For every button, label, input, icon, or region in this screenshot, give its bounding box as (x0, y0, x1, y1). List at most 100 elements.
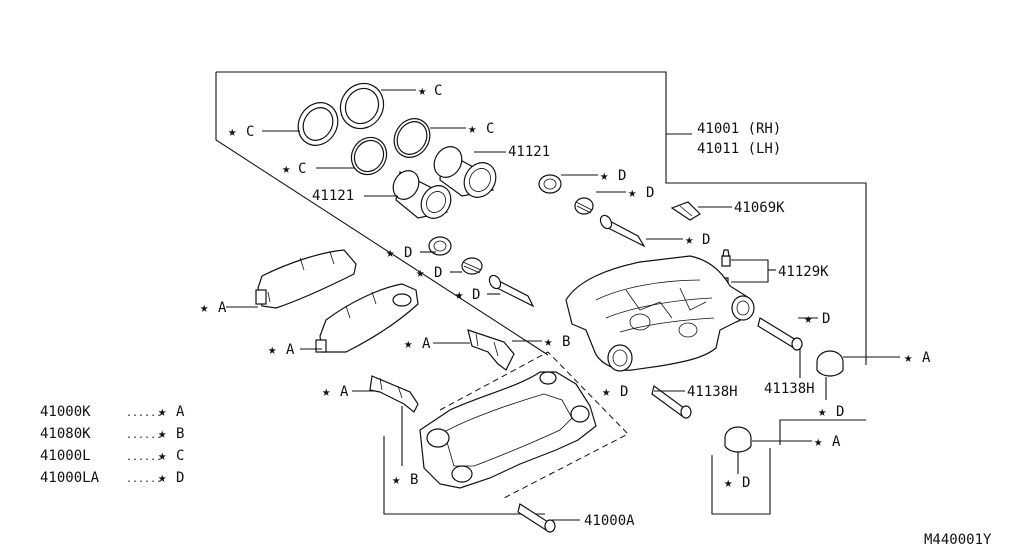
svg-text:★: ★ (392, 472, 401, 488)
svg-text:D: D (822, 311, 830, 327)
svg-text:★: ★ (200, 300, 209, 316)
marker-c-2: ★C (228, 124, 254, 140)
svg-text:★: ★ (724, 475, 733, 491)
label-piston-lower[interactable]: 41121 (312, 188, 354, 204)
marker-a-6: ★A (814, 434, 841, 450)
svg-text:★: ★ (158, 470, 167, 486)
svg-text:D: D (742, 475, 750, 491)
marker-c-4: ★C (282, 161, 306, 177)
svg-text:41080K: 41080K (40, 426, 91, 442)
svg-text:A: A (176, 404, 185, 420)
label-clip[interactable]: 41069K (734, 200, 785, 216)
marker-a-3: ★A (404, 336, 431, 352)
caliper-bracket[interactable] (419, 371, 597, 489)
marker-d-1: ★D (600, 168, 626, 184)
label-caliper-rh[interactable]: 41001 (RH) (697, 121, 781, 137)
marker-c-3: ★C (468, 121, 494, 137)
svg-text:★: ★ (386, 245, 395, 261)
marker-a-4: ★A (322, 384, 349, 400)
brake-pad-inner[interactable] (315, 283, 419, 353)
svg-text:★: ★ (158, 404, 167, 420)
label-piston-upper[interactable]: 41121 (508, 144, 550, 160)
svg-text:B: B (176, 426, 184, 442)
svg-text:D: D (404, 245, 412, 261)
legend-row[interactable]: 41000K ...... ★ A (40, 404, 185, 420)
svg-text:C: C (298, 161, 306, 177)
marker-d-8: ★D (602, 384, 628, 400)
pad-clip-lower[interactable] (369, 375, 419, 413)
marker-d-4: ★D (386, 245, 412, 261)
svg-text:★: ★ (268, 342, 277, 358)
marker-a-2: ★A (268, 342, 295, 358)
marker-a-5: ★A (904, 350, 931, 366)
svg-text:D: D (646, 185, 654, 201)
svg-text:C: C (486, 121, 494, 137)
svg-text:★: ★ (416, 265, 425, 281)
label-pin-mid[interactable]: 41138H (687, 384, 738, 400)
caliper-body[interactable] (565, 255, 755, 372)
dust-cap-upper[interactable] (538, 174, 562, 194)
svg-text:★: ★ (628, 185, 637, 201)
svg-text:★: ★ (158, 448, 167, 464)
piston-seal-1[interactable] (332, 76, 391, 137)
svg-text:D: D (176, 470, 184, 486)
svg-text:......: ...... (126, 474, 162, 485)
part-labels: 41001 (RH) 41011 (LH) 41121 41121 41069K… (312, 121, 992, 548)
diagram-id: M440001Y (924, 532, 992, 548)
marker-c-1: ★C (418, 83, 442, 99)
piston-boot-2[interactable] (345, 131, 393, 181)
brake-pad-outer[interactable] (255, 249, 357, 309)
svg-text:★: ★ (404, 336, 413, 352)
svg-text:★: ★ (282, 161, 291, 177)
kit-markers: ★C ★C ★C ★C ★D ★D ★D ★D ★D ★D ★D ★D ★D ★… (200, 83, 931, 491)
dust-cap-lower[interactable] (428, 236, 452, 256)
marker-d-9: ★D (818, 404, 844, 420)
guide-pin-right[interactable] (757, 317, 803, 351)
svg-text:41000LA: 41000LA (40, 470, 100, 486)
svg-text:★: ★ (418, 83, 427, 99)
piston-upper[interactable] (429, 142, 502, 203)
piston-lower[interactable] (388, 166, 457, 224)
svg-text:★: ★ (602, 384, 611, 400)
svg-text:D: D (702, 232, 710, 248)
svg-text:B: B (562, 334, 570, 350)
svg-text:★: ★ (600, 168, 609, 184)
svg-text:★: ★ (468, 121, 477, 137)
svg-text:D: D (434, 265, 442, 281)
sleeve-lower[interactable] (487, 273, 535, 308)
label-bolt[interactable]: 41000A (584, 513, 635, 529)
legend-row[interactable]: 41000L ...... ★ C (40, 448, 184, 464)
bracket-dashed-outline (439, 351, 629, 499)
svg-text:A: A (286, 342, 295, 358)
boot-lower[interactable] (461, 257, 483, 275)
bleeder-screw-1[interactable] (721, 249, 731, 267)
svg-text:★: ★ (228, 124, 237, 140)
bracket-assembly-frame (383, 436, 771, 515)
svg-text:......: ...... (126, 430, 162, 441)
svg-text:★: ★ (904, 350, 913, 366)
pin-boot-cap-lower[interactable] (724, 426, 752, 453)
piston-boot-1[interactable] (387, 112, 436, 164)
svg-text:★: ★ (814, 434, 823, 450)
mounting-bolt[interactable] (517, 503, 556, 533)
svg-text:D: D (472, 287, 480, 303)
pad-clip-upper[interactable] (467, 329, 515, 371)
svg-text:★: ★ (455, 287, 464, 303)
legend-row[interactable]: 41000LA ...... ★ D (40, 470, 184, 486)
pin-boot-cap-upper[interactable] (816, 350, 844, 377)
label-caliper-lh[interactable]: 41011 (LH) (697, 141, 781, 157)
marker-d-2: ★D (628, 185, 654, 201)
svg-text:C: C (246, 124, 254, 140)
legend-row[interactable]: 41080K ...... ★ B (40, 426, 184, 442)
label-pin-right[interactable]: 41138H (764, 381, 815, 397)
sleeve-upper[interactable] (598, 213, 646, 248)
boot-upper[interactable] (574, 197, 594, 215)
guide-pin-mid[interactable] (651, 384, 692, 419)
svg-text:★: ★ (685, 232, 694, 248)
svg-text:C: C (176, 448, 184, 464)
retaining-clip[interactable] (670, 201, 701, 221)
piston-seal-2[interactable] (291, 95, 346, 152)
svg-text:A: A (832, 434, 841, 450)
label-bleeder[interactable]: 41129K (778, 264, 829, 280)
